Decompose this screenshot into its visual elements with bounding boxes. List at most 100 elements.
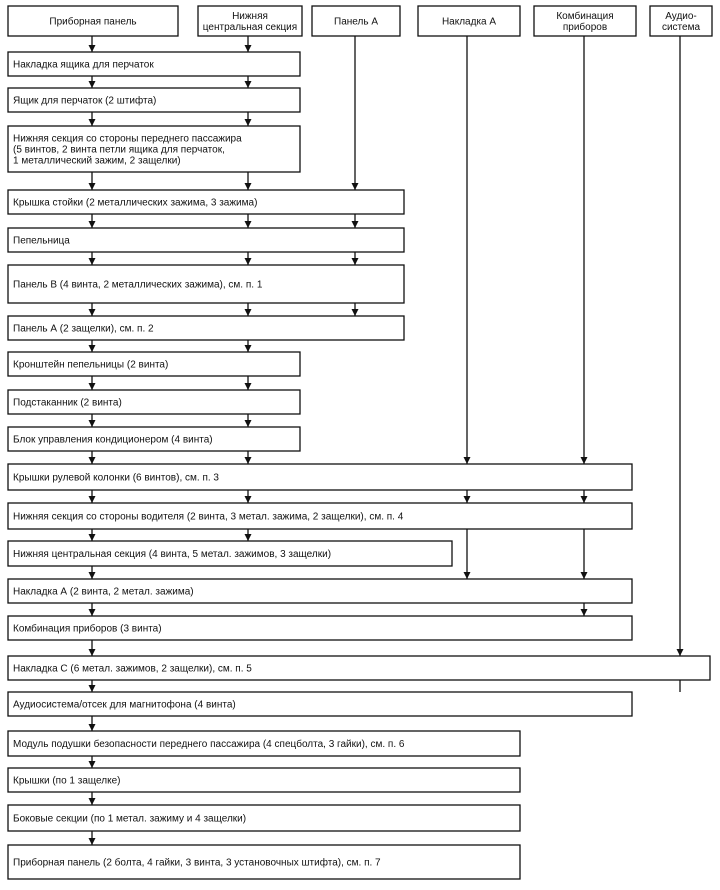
arrow-head bbox=[244, 183, 252, 190]
step-box bbox=[7, 264, 405, 304]
arrow-head bbox=[351, 183, 359, 190]
arrow-head bbox=[88, 457, 96, 464]
column-header-nakladkaA: Накладка А bbox=[417, 5, 521, 37]
step-4: Крышка стойки (2 металлических зажима, 3… bbox=[7, 189, 405, 215]
arrow-head bbox=[88, 345, 96, 352]
column-header-label: Комбинация bbox=[556, 10, 613, 22]
step-text: (5 винтов, 2 винта петли ящика для перча… bbox=[13, 145, 225, 156]
column-header-box bbox=[533, 5, 637, 37]
step-box bbox=[7, 463, 633, 491]
step-text: Кронштейн пепельницы (2 винта) bbox=[13, 360, 168, 371]
arrow-head bbox=[676, 649, 684, 656]
arrow-head bbox=[580, 457, 588, 464]
step-15: Комбинация приборов (3 винта) bbox=[7, 615, 633, 641]
step-text: Ящик для перчаток (2 штифта) bbox=[13, 95, 156, 107]
step-20: Боковые секции (по 1 метал. зажиму и 4 з… bbox=[7, 804, 521, 832]
step-12: Нижняя секция со стороны водителя (2 вин… bbox=[7, 502, 633, 530]
arrow-head bbox=[580, 496, 588, 503]
step-box bbox=[7, 844, 521, 880]
arrow-head bbox=[463, 457, 471, 464]
step-10: Блок управления кондиционером (4 винта) bbox=[7, 426, 301, 452]
arrow-head bbox=[88, 496, 96, 503]
arrow-head bbox=[88, 420, 96, 427]
step-text: Накладка А (2 винта, 2 метал. зажима) bbox=[13, 587, 194, 598]
step-box bbox=[7, 227, 405, 253]
arrow-head bbox=[88, 838, 96, 845]
step-box bbox=[7, 189, 405, 215]
column-header-box bbox=[417, 5, 521, 37]
column-header-panelA: Панель А bbox=[311, 5, 401, 37]
step-16: Накладка С (6 метал. зажимов, 2 защелки)… bbox=[7, 655, 711, 681]
column-header-pribornaya: Приборная панель bbox=[7, 5, 179, 37]
arrow-head bbox=[88, 609, 96, 616]
step-18: Модуль подушки безопасности переднего па… bbox=[7, 730, 521, 757]
arrow-head bbox=[244, 45, 252, 52]
step-13: Нижняя центральная секция (4 винта, 5 ме… bbox=[7, 540, 453, 567]
step-box bbox=[7, 615, 633, 641]
step-text: Нижняя секция со стороны переднего пасса… bbox=[13, 134, 242, 145]
arrow-head bbox=[351, 309, 359, 316]
step-14: Накладка А (2 винта, 2 метал. зажима) bbox=[7, 578, 633, 604]
arrow-head bbox=[88, 798, 96, 805]
arrow-head bbox=[88, 81, 96, 88]
arrow-head bbox=[88, 649, 96, 656]
step-text: Пепельница bbox=[13, 236, 70, 247]
step-17: Аудиосистема/отсек для магнитофона (4 ви… bbox=[7, 691, 633, 717]
step-7: Панель А (2 защелки), см. п. 2 bbox=[7, 315, 405, 341]
arrow-head bbox=[580, 609, 588, 616]
step-text: Боковые секции (по 1 метал. зажиму и 4 з… bbox=[13, 814, 246, 825]
step-box bbox=[7, 655, 711, 681]
step-text: Накладка С (6 метал. зажимов, 2 защелки)… bbox=[13, 664, 252, 675]
arrow-head bbox=[88, 119, 96, 126]
arrow-head bbox=[88, 183, 96, 190]
step-box bbox=[7, 540, 453, 567]
step-text: Крышка стойки (2 металлических зажима, 3… bbox=[13, 198, 257, 209]
column-header-box bbox=[649, 5, 713, 37]
step-text: Модуль подушки безопасности переднего па… bbox=[13, 738, 405, 750]
step-21: Приборная панель (2 болта, 4 гайки, 3 ви… bbox=[7, 844, 521, 880]
column-header-label: Нижняя bbox=[232, 11, 268, 22]
column-header-label: центральная секция bbox=[203, 22, 297, 33]
column-header-label: Накладка А bbox=[442, 17, 496, 28]
step-2: Ящик для перчаток (2 штифта) bbox=[7, 87, 301, 113]
arrow-head bbox=[88, 761, 96, 768]
arrow-head bbox=[88, 383, 96, 390]
column-header-label: приборов bbox=[563, 21, 607, 33]
arrow-head bbox=[244, 534, 252, 541]
arrow-head bbox=[88, 258, 96, 265]
arrow-head bbox=[463, 496, 471, 503]
arrow-head bbox=[244, 383, 252, 390]
step-box bbox=[7, 315, 405, 341]
arrow-head bbox=[88, 685, 96, 692]
step-text: Приборная панель (2 болта, 4 гайки, 3 ви… bbox=[13, 857, 381, 869]
step-5: Пепельница bbox=[7, 227, 405, 253]
arrow-head bbox=[244, 258, 252, 265]
arrow-head bbox=[88, 309, 96, 316]
arrow-head bbox=[244, 309, 252, 316]
column-header-label: Панель А bbox=[334, 17, 378, 28]
column-header-audio: Аудио-система bbox=[649, 5, 713, 37]
arrow-head bbox=[244, 221, 252, 228]
step-box bbox=[7, 87, 301, 113]
step-text: Нижняя секция со стороны водителя (2 вин… bbox=[13, 512, 404, 523]
column-header-label: Аудио- bbox=[665, 11, 697, 22]
step-text: Комбинация приборов (3 винта) bbox=[13, 623, 162, 635]
flow-arrows bbox=[88, 45, 684, 845]
step-8: Кронштейн пепельницы (2 винта) bbox=[7, 351, 301, 377]
step-19: Крышки (по 1 защелке) bbox=[7, 767, 521, 793]
arrow-head bbox=[244, 81, 252, 88]
arrow-head bbox=[244, 345, 252, 352]
step-text: Панель В (4 винта, 2 металлических зажим… bbox=[13, 280, 263, 291]
step-box bbox=[7, 351, 301, 377]
arrow-head bbox=[88, 724, 96, 731]
step-box bbox=[7, 502, 633, 530]
step-3: Нижняя секция со стороны переднего пасса… bbox=[7, 125, 301, 173]
column-header-label: система bbox=[662, 22, 700, 33]
step-box bbox=[7, 51, 301, 77]
step-text: Блок управления кондиционером (4 винта) bbox=[13, 435, 213, 446]
